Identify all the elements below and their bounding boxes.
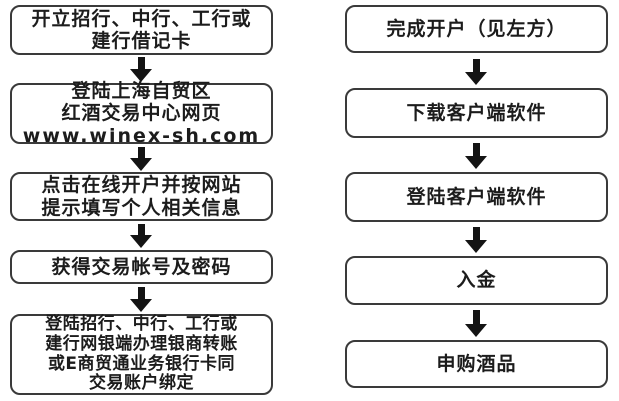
- step-text-line: 点击在线开户并按网站: [41, 174, 242, 197]
- step-purchase-wine: 申购酒品: [345, 340, 608, 388]
- step-text-line: 交易账户绑定: [89, 373, 194, 394]
- step-text-line: 建行网银端办理银商转账: [45, 333, 238, 354]
- arrow-stem: [472, 143, 480, 156]
- arrow-down-icon: [465, 310, 487, 337]
- arrow-head: [130, 69, 152, 82]
- step-text-line: 申购酒品: [436, 352, 517, 375]
- arrow-down-icon: [130, 224, 152, 248]
- step-open-bank-card: 开立招行、中行、工行或 建行借记卡: [10, 5, 273, 55]
- step-text-line: 完成开户（见左方）: [386, 17, 567, 40]
- arrow-stem: [472, 59, 480, 72]
- step-text-line: 登陆客户端软件: [406, 185, 547, 208]
- step-get-account: 获得交易帐号及密码: [10, 250, 273, 284]
- arrow-stem: [137, 147, 145, 158]
- step-text-line: 入金: [456, 269, 497, 292]
- arrow-head: [465, 324, 487, 337]
- arrow-stem: [472, 310, 480, 324]
- arrow-down-icon: [465, 59, 487, 85]
- arrow-down-icon: [130, 287, 152, 312]
- arrow-stem: [137, 287, 145, 299]
- step-deposit-funds: 入金: [345, 256, 608, 305]
- step-text-line: 获得交易帐号及密码: [51, 255, 232, 278]
- step-complete-account: 完成开户（见左方）: [345, 5, 608, 53]
- arrow-head: [130, 235, 152, 248]
- arrow-down-icon: [130, 147, 152, 171]
- step-text-line: 开立招行、中行、工行或: [31, 7, 252, 30]
- step-text-line: 提示填写个人相关信息: [41, 196, 242, 219]
- arrow-down-icon: [465, 227, 487, 253]
- arrow-head: [465, 156, 487, 169]
- step-download-client: 下载客户端软件: [345, 88, 608, 138]
- step-text-line: 登陆上海自贸区: [71, 79, 212, 102]
- arrow-down-icon: [465, 143, 487, 169]
- arrow-head: [465, 240, 487, 253]
- arrow-head: [130, 299, 152, 312]
- website-url-text: www.winex-sh.com: [22, 124, 261, 147]
- step-login-client: 登陆客户端软件: [345, 172, 608, 222]
- arrow-head: [465, 72, 487, 85]
- step-text-line: 下载客户端软件: [406, 101, 547, 124]
- step-online-registration: 点击在线开户并按网站 提示填写个人相关信息: [10, 172, 273, 221]
- arrow-head: [130, 158, 152, 171]
- step-bind-bank-account: 登陆招行、中行、工行或 建行网银端办理银商转账 或E商贸通业务银行卡同 交易账户…: [10, 314, 273, 395]
- step-text-line: 或E商贸通业务银行卡同: [47, 353, 236, 374]
- arrow-stem: [137, 224, 145, 235]
- step-text-line: 红酒交易中心网页: [61, 102, 222, 125]
- step-visit-website: 登陆上海自贸区 红酒交易中心网页 www.winex-sh.com: [10, 79, 273, 147]
- arrow-stem: [137, 57, 145, 69]
- arrow-down-icon: [130, 57, 152, 82]
- step-text-line: 登陆招行、中行、工行或: [45, 314, 238, 335]
- step-text-line: 建行借记卡: [91, 30, 192, 52]
- arrow-stem: [472, 227, 480, 240]
